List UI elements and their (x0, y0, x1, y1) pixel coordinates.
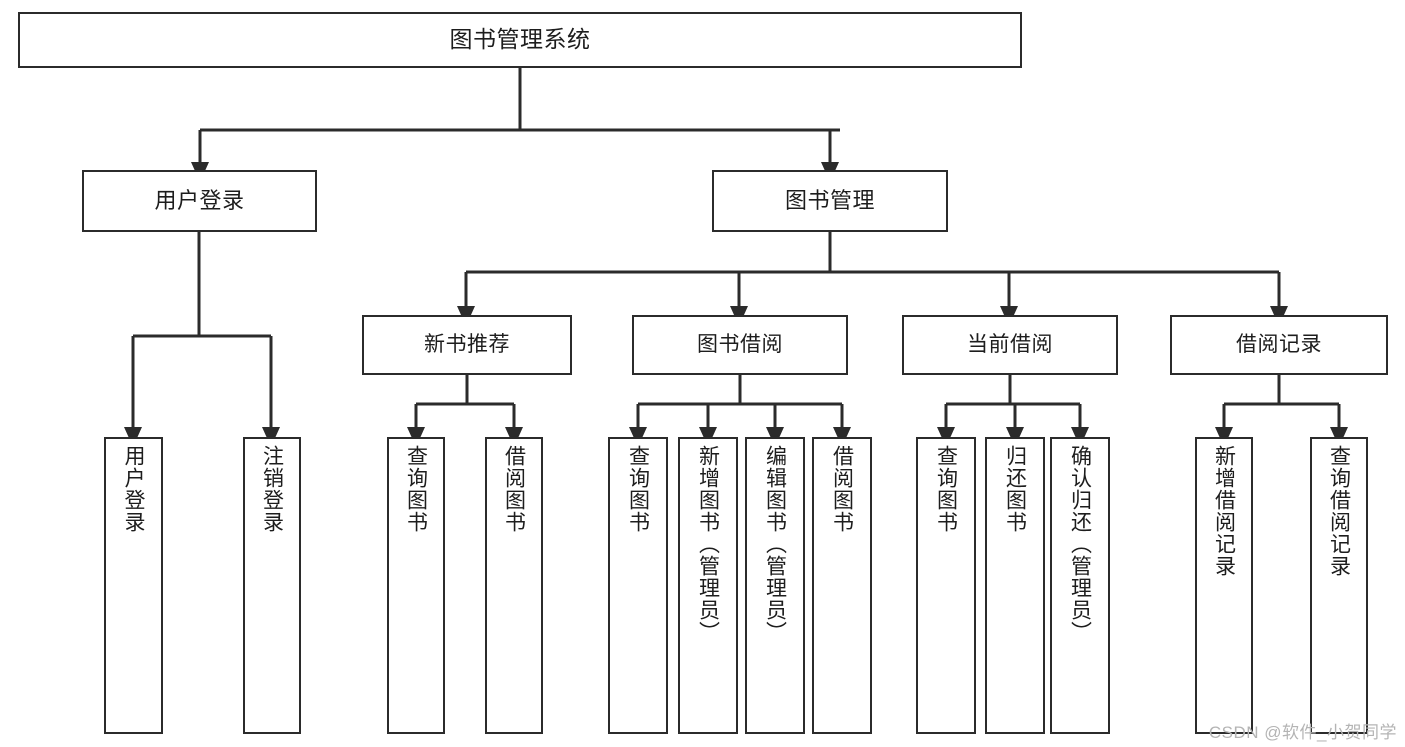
node-leaf-logout-label: 注销登录 (260, 445, 284, 533)
node-leaf-return-book[interactable]: 归还图书 (985, 437, 1045, 734)
node-book-manage-label: 图书管理 (784, 187, 875, 213)
node-book-borrow-label: 图书借阅 (697, 333, 783, 357)
node-leaf-query-book-c-label: 查询图书 (934, 445, 958, 533)
node-root-label: 图书管理系统 (449, 26, 591, 53)
node-leaf-query-book-c[interactable]: 查询图书 (916, 437, 976, 734)
node-leaf-borrow-book-rec-label: 借阅图书 (502, 445, 526, 533)
node-leaf-add-record-label: 新增借阅记录 (1212, 445, 1236, 577)
node-book-manage[interactable]: 图书管理 (712, 170, 948, 232)
node-leaf-confirm-return[interactable]: 确认归还（管理员） (1050, 437, 1110, 734)
node-leaf-query-record-label: 查询借阅记录 (1327, 445, 1351, 577)
node-leaf-logout[interactable]: 注销登录 (243, 437, 301, 734)
node-leaf-edit-book-label: 编辑图书（管理员） (763, 445, 787, 643)
node-leaf-add-book-label: 新增图书（管理员） (696, 445, 720, 643)
node-borrow-record[interactable]: 借阅记录 (1170, 315, 1388, 375)
node-leaf-query-book-rec-label: 查询图书 (404, 445, 428, 533)
node-current-borrow[interactable]: 当前借阅 (902, 315, 1118, 375)
node-current-borrow-label: 当前借阅 (967, 333, 1053, 357)
node-new-book-recommend-label: 新书推荐 (424, 333, 510, 357)
node-leaf-user-login[interactable]: 用户登录 (104, 437, 163, 734)
node-leaf-borrow-book-rec[interactable]: 借阅图书 (485, 437, 543, 734)
node-leaf-edit-book[interactable]: 编辑图书（管理员） (745, 437, 805, 734)
node-leaf-add-book[interactable]: 新增图书（管理员） (678, 437, 738, 734)
node-leaf-return-book-label: 归还图书 (1003, 445, 1027, 533)
node-leaf-query-book-b-label: 查询图书 (626, 445, 650, 533)
node-user-login-label: 用户登录 (154, 187, 245, 213)
node-leaf-borrow-book-b-label: 借阅图书 (830, 445, 854, 533)
node-root[interactable]: 图书管理系统 (18, 12, 1022, 68)
node-user-login[interactable]: 用户登录 (82, 170, 317, 232)
node-leaf-query-record[interactable]: 查询借阅记录 (1310, 437, 1368, 734)
node-new-book-recommend[interactable]: 新书推荐 (362, 315, 572, 375)
node-leaf-query-book-b[interactable]: 查询图书 (608, 437, 668, 734)
node-leaf-confirm-return-label: 确认归还（管理员） (1068, 445, 1092, 643)
node-leaf-borrow-book-b[interactable]: 借阅图书 (812, 437, 872, 734)
node-leaf-user-login-label: 用户登录 (122, 445, 145, 533)
csdn-watermark: CSDN @软件_小贺同学 (1208, 723, 1397, 742)
node-book-borrow[interactable]: 图书借阅 (632, 315, 848, 375)
node-borrow-record-label: 借阅记录 (1236, 333, 1322, 357)
node-leaf-query-book-rec[interactable]: 查询图书 (387, 437, 445, 734)
node-leaf-add-record[interactable]: 新增借阅记录 (1195, 437, 1253, 734)
